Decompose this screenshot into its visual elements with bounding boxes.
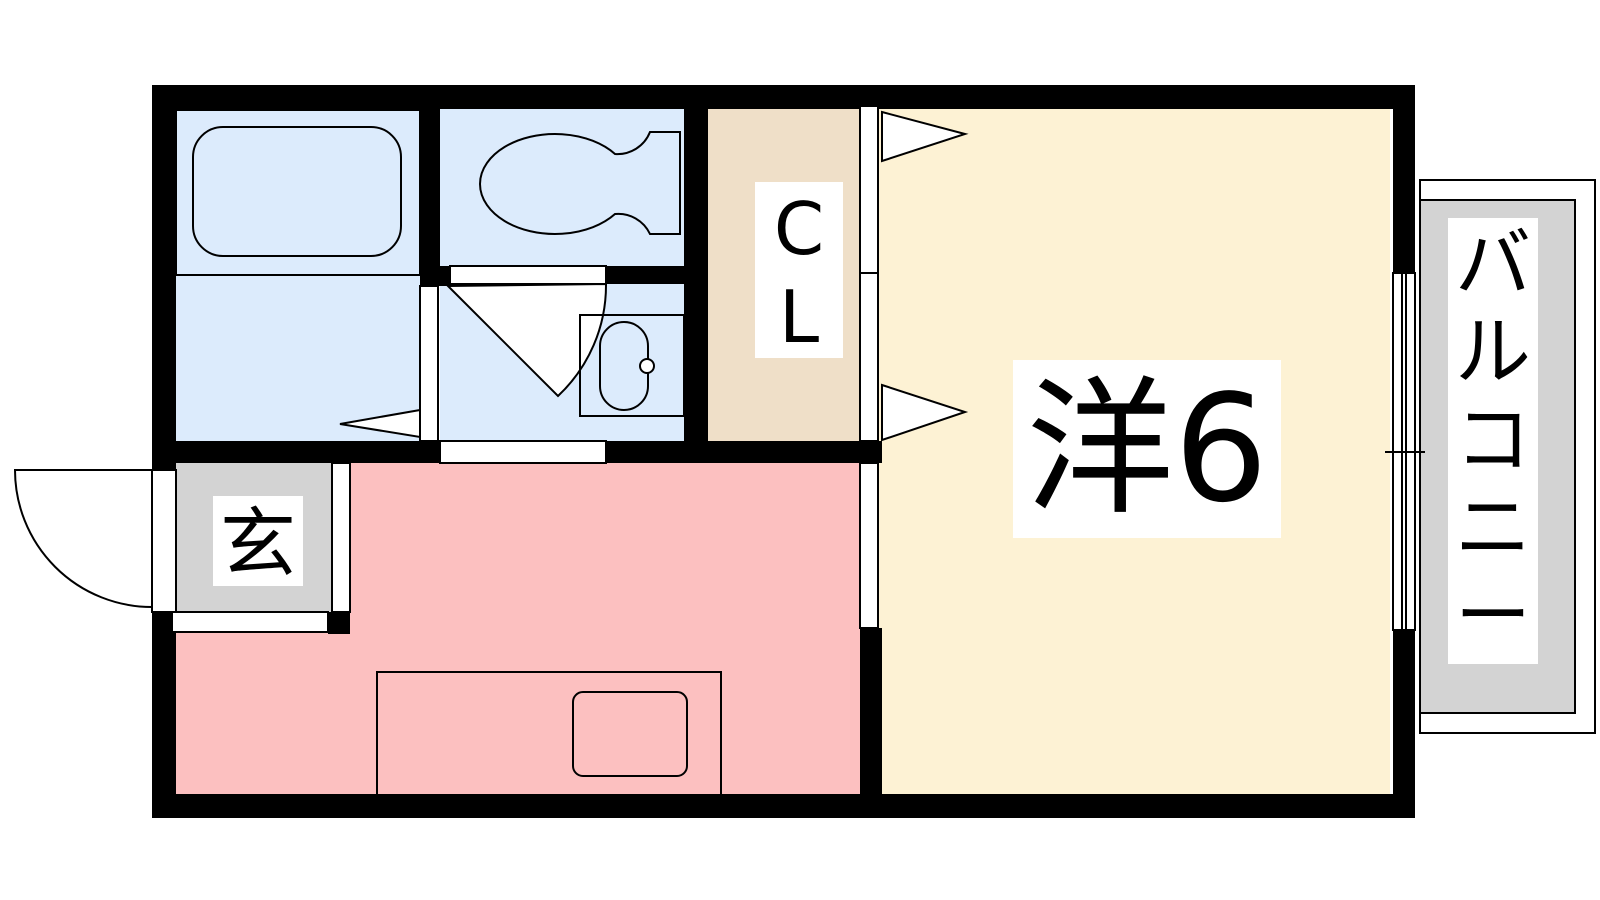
bathroom-fill — [172, 106, 420, 441]
bathtub-basin — [192, 126, 402, 257]
wall-corridor-left — [172, 441, 440, 463]
bath-door-arrow — [339, 408, 421, 439]
wall-toilet-closet — [684, 106, 708, 441]
wall-left-upper — [152, 85, 176, 470]
labels: 洋6 C L 玄 バ ル コ ニ ー — [213, 182, 1531, 660]
wash-door-top-frame — [449, 265, 607, 285]
room-label-box — [1013, 360, 1281, 538]
entrance-door-swing — [13, 469, 153, 609]
wall-top — [152, 85, 1415, 109]
wall-entrance-post — [328, 612, 350, 634]
room-door-track — [859, 462, 879, 629]
closet-label-top: C — [774, 187, 824, 271]
balcony-label-char-3: コ — [1455, 395, 1531, 484]
washbasin-drain-icon — [639, 358, 655, 374]
closet-label-bottom: L — [779, 275, 819, 359]
wall-left-lower — [152, 612, 176, 818]
balcony-label-char-4: ニ — [1455, 483, 1531, 572]
balcony-label-char-1: バ — [1455, 219, 1531, 308]
wash-door-swing — [445, 282, 608, 398]
washbasin-counter — [579, 314, 685, 417]
closet-door-arrow-upper — [881, 110, 969, 163]
doors — [13, 110, 969, 609]
wall-right-lower — [1393, 630, 1415, 818]
kitchen-counter — [376, 671, 722, 797]
wall-kitchen-room — [860, 628, 882, 798]
balcony-label-box — [1448, 218, 1538, 664]
corridor-opening — [439, 440, 607, 464]
wall-corridor-right — [606, 441, 882, 463]
entrance-label: 玄 — [220, 499, 296, 588]
outer-walls — [152, 85, 1415, 818]
entrance-right-frame — [331, 462, 351, 613]
balcony — [1419, 179, 1596, 734]
wall-bath-toilet — [420, 106, 440, 276]
toilet-fill — [440, 106, 684, 268]
inner-walls — [172, 106, 882, 798]
room-label: 洋6 — [1026, 363, 1268, 535]
door-frames — [151, 105, 1425, 633]
kitchen-sink-icon — [572, 691, 688, 777]
wall-toilet-wash — [606, 266, 686, 284]
toilet-icon — [479, 131, 681, 235]
entrance-bottom-frame — [171, 611, 329, 633]
fixtures — [172, 109, 722, 797]
bath-door-frame — [419, 285, 439, 442]
balcony-label-char-2: ル — [1455, 307, 1531, 396]
entrance-label-box — [213, 496, 303, 586]
wall-bottom — [152, 794, 1415, 818]
closet-door-arrow-lower — [881, 383, 969, 442]
entrance-door-frame — [151, 469, 177, 613]
wall-right-upper — [1393, 85, 1415, 273]
wall-bath-toilet-corner — [420, 266, 450, 286]
closet-label-box — [755, 182, 843, 358]
balcony-label-char-5: ー — [1455, 571, 1531, 660]
